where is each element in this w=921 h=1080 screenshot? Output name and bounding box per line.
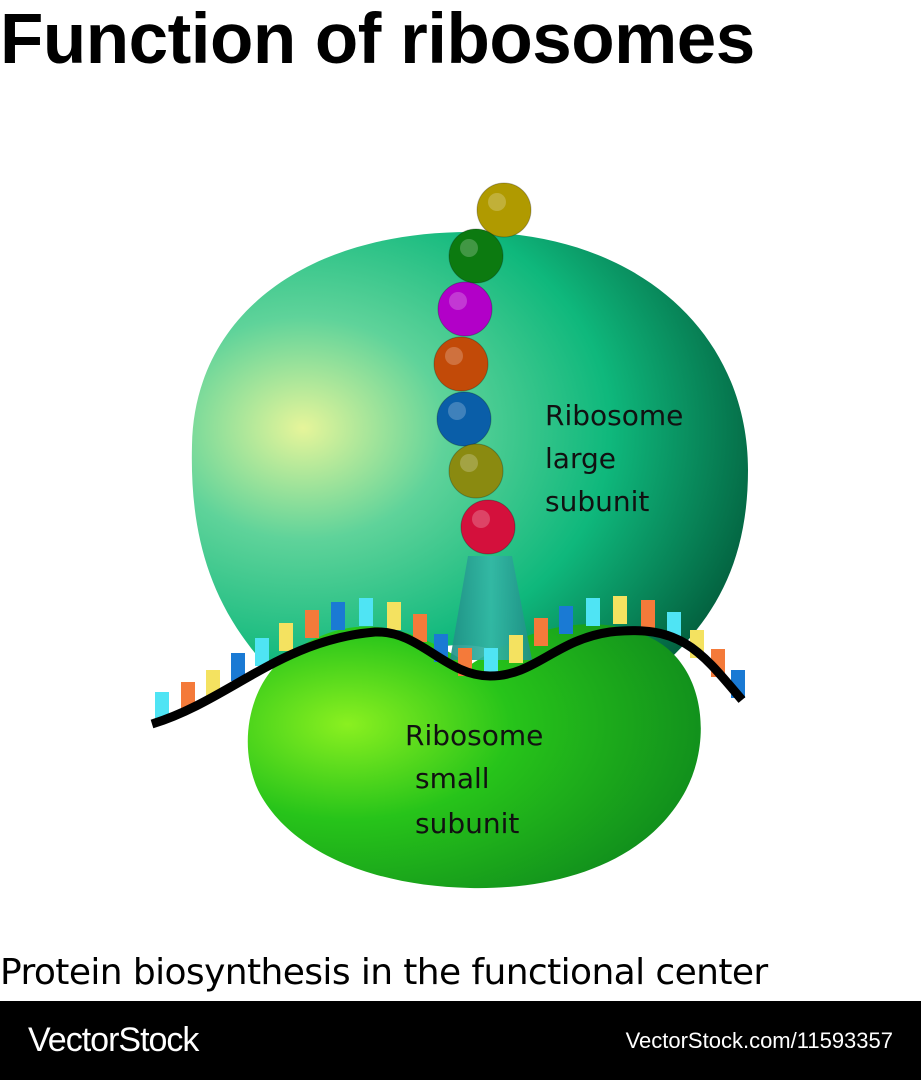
nucleotide-bar bbox=[413, 614, 427, 642]
amino-acid-highlight bbox=[488, 193, 506, 211]
amino-acid-highlight bbox=[448, 402, 466, 420]
amino-acid-bead bbox=[476, 182, 532, 238]
trna-shape bbox=[450, 556, 532, 660]
small-subunit-label-3: subunit bbox=[415, 807, 519, 840]
nucleotide-bar bbox=[641, 600, 655, 628]
amino-acid-bead bbox=[436, 391, 492, 447]
nucleotide-bar bbox=[559, 606, 573, 634]
amino-acid-bead bbox=[433, 336, 489, 392]
amino-acid-highlight bbox=[460, 454, 478, 472]
large-subunit-label-2: large bbox=[545, 442, 616, 475]
nucleotide-bar bbox=[155, 692, 169, 720]
nucleotide-bar bbox=[181, 682, 195, 710]
small-subunit-label-1: Ribosome bbox=[405, 719, 543, 752]
amino-acid-highlight bbox=[445, 347, 463, 365]
nucleotide-bar bbox=[509, 635, 523, 663]
amino-acid-highlight bbox=[460, 239, 478, 257]
amino-acid-highlight bbox=[472, 510, 490, 528]
amino-acid-bead bbox=[448, 443, 504, 499]
large-subunit-label-1: Ribosome bbox=[545, 399, 683, 432]
small-subunit-shape bbox=[247, 624, 701, 889]
nucleotide-bar bbox=[613, 596, 627, 624]
nucleotide-bar bbox=[331, 602, 345, 630]
nucleotide-bar bbox=[255, 638, 269, 666]
footer-bar: VectorStock VectorStock.com/11593357 bbox=[0, 1001, 921, 1080]
page-title: Function of ribosomes bbox=[0, 0, 755, 79]
amino-acid-highlight bbox=[449, 292, 467, 310]
brand-logo: VectorStock bbox=[28, 1021, 199, 1059]
nucleotide-bar bbox=[387, 602, 401, 630]
amino-acid-bead bbox=[437, 281, 493, 337]
amino-acid-chain bbox=[433, 182, 532, 555]
amino-acid-bead bbox=[448, 228, 504, 284]
nucleotide-bar bbox=[484, 648, 498, 676]
image-reference: VectorStock.com/11593357 bbox=[625, 1028, 893, 1053]
large-subunit-label-3: subunit bbox=[545, 485, 649, 518]
nucleotide-bar bbox=[279, 623, 293, 651]
nucleotide-bar bbox=[534, 618, 548, 646]
mrna-strand bbox=[150, 626, 746, 729]
nucleotide-bar bbox=[305, 610, 319, 638]
nucleotide-bar bbox=[586, 598, 600, 626]
amino-acid-bead bbox=[460, 499, 516, 555]
small-subunit-label-2: small bbox=[415, 762, 490, 795]
nucleotide-bar bbox=[231, 653, 245, 681]
caption: Protein biosynthesis in the functional c… bbox=[0, 952, 768, 993]
nucleotide-bar bbox=[359, 598, 373, 626]
